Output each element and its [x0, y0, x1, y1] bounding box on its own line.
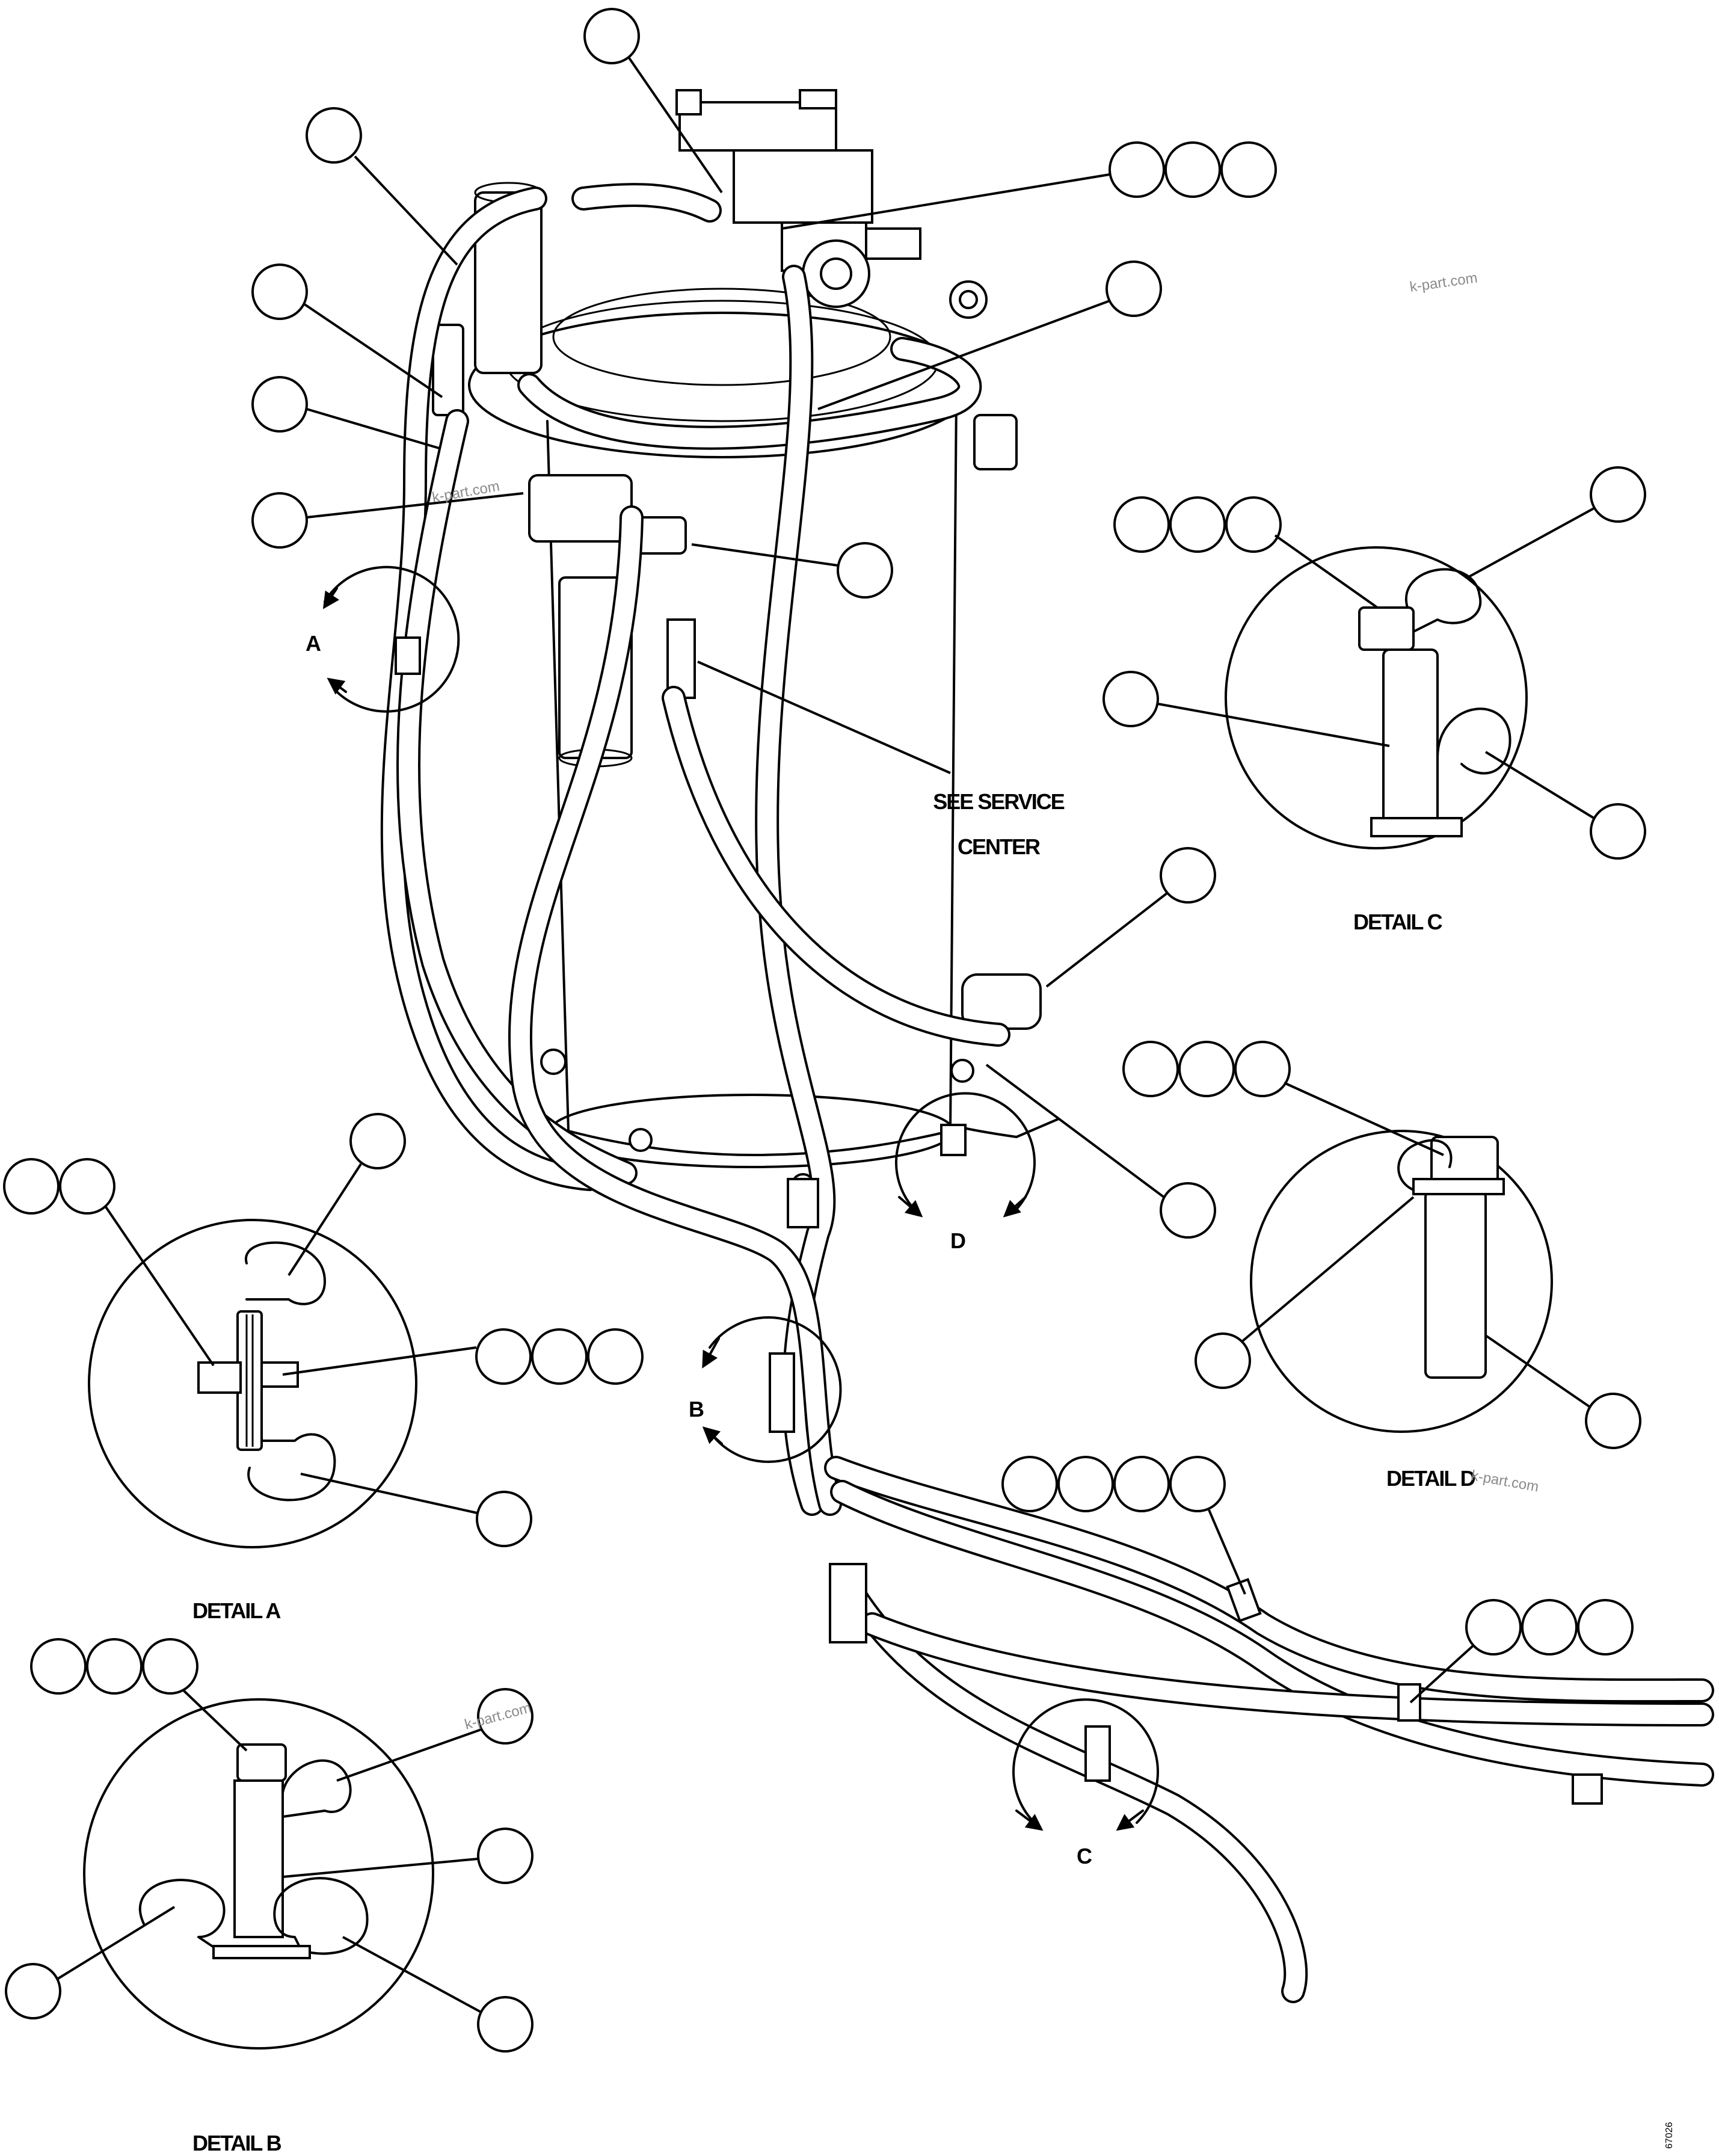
hose-clamp-icon	[1572, 1773, 1603, 1805]
reference-balloon-icon	[583, 8, 640, 64]
hose-clamp-icon	[829, 1563, 867, 1643]
reference-balloon-icon	[251, 492, 308, 549]
reference-balloon-icon	[1521, 1599, 1578, 1656]
reference-balloon-icon	[1195, 1332, 1251, 1389]
reference-balloon-icon	[1169, 1456, 1226, 1512]
detail-b-circle	[83, 1698, 434, 2050]
reference-balloon-icon	[349, 1113, 406, 1169]
reference-balloon-icon	[1220, 141, 1277, 198]
reference-balloon-icon	[142, 1638, 198, 1695]
reference-balloon-icon	[59, 1158, 115, 1215]
hose-clamp-icon	[1084, 1725, 1111, 1782]
reference-balloon-icon	[1160, 1182, 1216, 1239]
hose-clamp-icon	[1397, 1683, 1421, 1722]
detail-c-caption: DETAIL C	[1353, 910, 1443, 934]
reference-balloon-icon	[1178, 1041, 1235, 1097]
hose-clamp-icon	[1226, 1578, 1262, 1622]
spacer-post	[1424, 1190, 1487, 1379]
reference-balloons	[3, 8, 1646, 2053]
reference-balloon-icon	[251, 263, 308, 320]
reference-balloon-icon	[476, 1491, 532, 1547]
control-valve-block	[733, 149, 873, 224]
service-note-line1: SEE SERVICE	[933, 789, 1064, 814]
reference-balloon-icon	[477, 1828, 534, 1884]
reference-balloon-icon	[1169, 496, 1226, 553]
detail-b-callout: B	[689, 1397, 704, 1421]
hose-clamp-icon	[769, 1352, 795, 1433]
figure-number: 67026	[1664, 2122, 1674, 2149]
reference-balloon-icon	[3, 1158, 60, 1215]
reference-balloon-icon	[1122, 1041, 1179, 1097]
reference-balloon-icon	[306, 107, 362, 164]
detail-d-callout: D	[950, 1228, 965, 1253]
manifold-block	[528, 474, 633, 543]
detail-a-callout: A	[306, 631, 321, 656]
hose-bundle	[380, 183, 1714, 2003]
view-circle-a: A	[306, 565, 460, 713]
hose-clamp-icon	[395, 636, 421, 675]
reference-balloon-icon	[837, 542, 893, 599]
service-note-line2: CENTER	[958, 834, 1041, 859]
reference-balloon-icon	[1113, 1456, 1170, 1512]
hose-clamp-icon	[787, 1178, 819, 1228]
reference-balloon-icon	[251, 376, 308, 433]
watermark: k-part.com	[1470, 1467, 1540, 1495]
detail-a: DETAIL A	[88, 1219, 417, 1623]
view-circle-d: D	[895, 1092, 1036, 1253]
reference-balloon-icon	[1234, 1041, 1291, 1097]
watermark: k-part.com	[1409, 270, 1478, 295]
reference-balloon-icon	[1102, 671, 1159, 727]
reference-balloon-icon	[1109, 141, 1165, 198]
reference-balloon-icon	[1160, 847, 1216, 904]
detail-d-circle	[1250, 1130, 1553, 1433]
detail-a-circle	[88, 1219, 417, 1548]
detail-a-caption: DETAIL A	[192, 1598, 281, 1623]
reference-balloon-icon	[475, 1328, 532, 1385]
detail-b-caption: DETAIL B	[192, 2131, 281, 2155]
reference-balloon-icon	[1001, 1456, 1058, 1512]
bolt-head	[236, 1743, 287, 1782]
reference-balloon-icon	[531, 1328, 588, 1385]
reference-balloon-icon	[1106, 260, 1162, 317]
solenoid-valve	[678, 101, 837, 152]
bolt-head	[197, 1361, 242, 1394]
reference-balloon-icon	[30, 1638, 87, 1695]
bolt-head	[1358, 606, 1415, 651]
reference-balloon-icon	[1225, 496, 1282, 553]
service-center-note: SEE SERVICE CENTER	[697, 661, 1066, 859]
reference-balloon-icon	[86, 1638, 143, 1695]
reference-balloon-icon	[1590, 803, 1646, 860]
detail-b: DETAIL B	[83, 1698, 434, 2155]
spacer-post	[1382, 648, 1439, 837]
detail-c-callout: C	[1077, 1844, 1092, 1868]
hose-clamp-icon	[940, 1124, 967, 1156]
view-circle-c: C	[1012, 1698, 1159, 1868]
reference-balloon-icon	[1113, 496, 1170, 553]
reference-balloon-icon	[477, 1996, 534, 2053]
detail-d-caption: DETAIL D	[1386, 1466, 1475, 1491]
reference-balloon-icon	[1465, 1599, 1522, 1656]
reference-balloon-icon	[1057, 1456, 1114, 1512]
reference-balloon-icon	[587, 1328, 644, 1385]
detail-c: DETAIL C	[1225, 546, 1528, 934]
reference-balloon-icon	[5, 1963, 61, 2019]
reference-balloon-icon	[1164, 141, 1221, 198]
reference-balloon-icon	[1590, 466, 1646, 523]
reference-balloon-icon	[1585, 1393, 1641, 1449]
detail-c-circle	[1225, 546, 1528, 849]
view-circle-b: B	[689, 1316, 842, 1463]
reference-balloon-icon	[1577, 1599, 1634, 1656]
elbow-fitting-upper	[973, 414, 1018, 470]
detail-d: DETAIL D	[1250, 1130, 1553, 1491]
breather-canister	[474, 191, 543, 374]
reference-balloon-icon	[477, 1688, 534, 1745]
